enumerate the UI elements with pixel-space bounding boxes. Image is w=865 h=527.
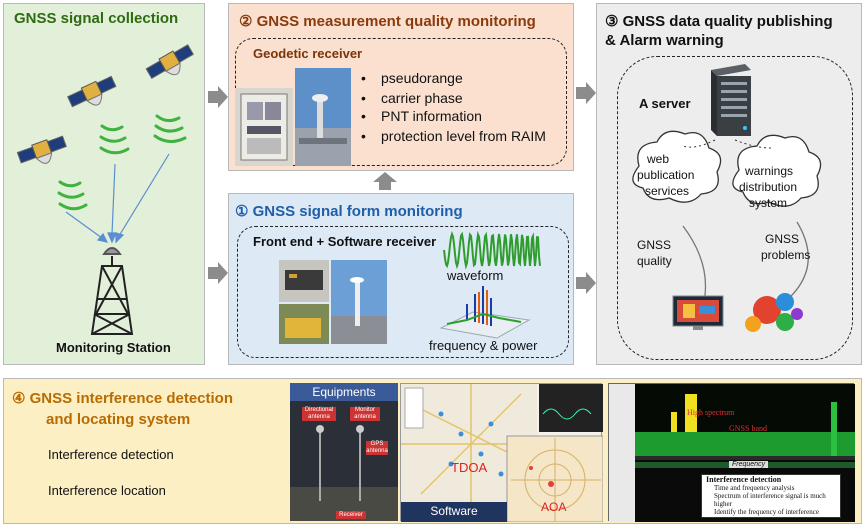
devices-icon: [672, 295, 724, 330]
panel-signal-form: ① GNSS signal form monitoring Front end …: [228, 193, 574, 365]
front-end-photo: [279, 260, 329, 302]
cloud-web-line2: publication: [637, 168, 695, 182]
arrow-right-icon: [576, 82, 596, 104]
arrow-right-icon: [208, 86, 228, 108]
interference-title-line2: and locating system: [46, 411, 191, 428]
equipments-title: Equipments: [290, 383, 398, 401]
tdoa-label: TDOA: [451, 460, 488, 475]
cloud-warn-line2: distribution: [739, 180, 798, 194]
arrow-right-icon: [576, 272, 596, 294]
software-label: Software: [430, 504, 478, 518]
frequency-power-plot: [439, 286, 531, 339]
aoa-label: AOA: [541, 500, 567, 514]
interference-title-line1: ④ GNSS interference detection: [12, 390, 234, 407]
field-device-photo: [279, 304, 329, 344]
bullet-pseudorange: pseudorange: [361, 70, 463, 86]
bullet-carrier-phase: carrier phase: [361, 90, 463, 106]
publish-title-line1: ③ GNSS data quality publishing: [605, 13, 833, 30]
detection-item: Spectrum of interference signal is much …: [714, 492, 826, 508]
label-gnss-problems-1: GNSS: [765, 232, 800, 246]
detection-item: Time and frequency analysis: [714, 484, 795, 492]
satellite-icon: [16, 135, 67, 164]
arrow-right-icon: [208, 262, 228, 284]
waveform-chart: [443, 230, 541, 270]
cloud-warn-line1: warnings: [745, 164, 794, 178]
spectrum-axis-label: Frequency: [729, 461, 769, 468]
social-icons-icon: [745, 293, 803, 332]
label-gnss-quality-1: GNSS: [637, 238, 672, 252]
station-label: Monitoring Station: [56, 340, 171, 355]
server-icon: [711, 64, 751, 136]
label-gnss-problems-2: problems: [761, 248, 811, 262]
panel-signal-collection: GNSS signal collection: [3, 3, 205, 365]
geodetic-receiver-label: Geodetic receiver: [253, 46, 363, 61]
software-receiver-label: Front end + Software receiver: [253, 234, 437, 249]
publish-title-line2: & Alarm warning: [605, 32, 724, 49]
cloud-web-line1: web: [647, 152, 670, 166]
satellite-icon: [67, 75, 117, 108]
cloud-web-line3: services: [645, 184, 690, 198]
software-receiver-box: [237, 226, 569, 358]
software-map: TDOA AOA Software: [400, 383, 603, 522]
bullet-pnt: PNT information: [361, 108, 482, 124]
spectrum-analyzer: High spectrum GNSS band Frequency Interf…: [608, 383, 855, 522]
interference-item-detection: Interference detection: [48, 447, 174, 462]
equip-label-receiver: Receiver: [336, 511, 366, 519]
tower-icon: [90, 247, 134, 335]
form-title: ① GNSS signal form monitoring: [235, 203, 463, 220]
spectrum-gnss-label: GNSS band: [729, 424, 768, 433]
detection-item: Identify the frequency of interference: [714, 508, 819, 516]
server-label: A server: [639, 96, 691, 111]
detection-box-title: Interference detection: [706, 475, 782, 484]
receiver-cabinet-photo: [235, 88, 293, 166]
waveform-label: waveform: [447, 268, 504, 283]
equip-label-gps: GPS antenna: [366, 441, 388, 455]
rooftop-antenna-photo: [331, 260, 387, 344]
frequency-power-label: frequency & power: [429, 338, 538, 353]
publish-box: [617, 56, 853, 360]
antenna-photo: [295, 68, 351, 166]
panel-interference: ④ GNSS interference detection and locati…: [3, 378, 862, 524]
clouds-diagram: [632, 130, 822, 332]
cloud-warn-line3: system: [749, 196, 788, 210]
panel-publishing: ③ GNSS data quality publishing & Alarm w…: [596, 3, 862, 365]
equip-label-directional: Directional antenna: [302, 407, 336, 421]
satellite-icon: [145, 44, 194, 80]
equip-label-monitor: Monitor antenna: [350, 407, 380, 421]
collection-title: GNSS signal collection: [14, 10, 179, 27]
quality-title: ② GNSS measurement quality monitoring: [239, 13, 536, 30]
satellite-scene: [16, 44, 194, 335]
detection-box: Interference detection Time and frequenc…: [701, 474, 841, 518]
panel-measurement-quality: ② GNSS measurement quality monitoring Ge…: [228, 3, 574, 171]
equipments-photo: Equipments Directional antenna Monitor a…: [290, 383, 398, 521]
arrow-up-icon: [373, 172, 397, 190]
bullet-raim: protection level from RAIM: [361, 128, 546, 144]
label-gnss-quality-2: quality: [637, 254, 672, 268]
interference-item-location: Interference location: [48, 483, 166, 498]
spectrum-high-label: High spectrum: [687, 408, 735, 417]
